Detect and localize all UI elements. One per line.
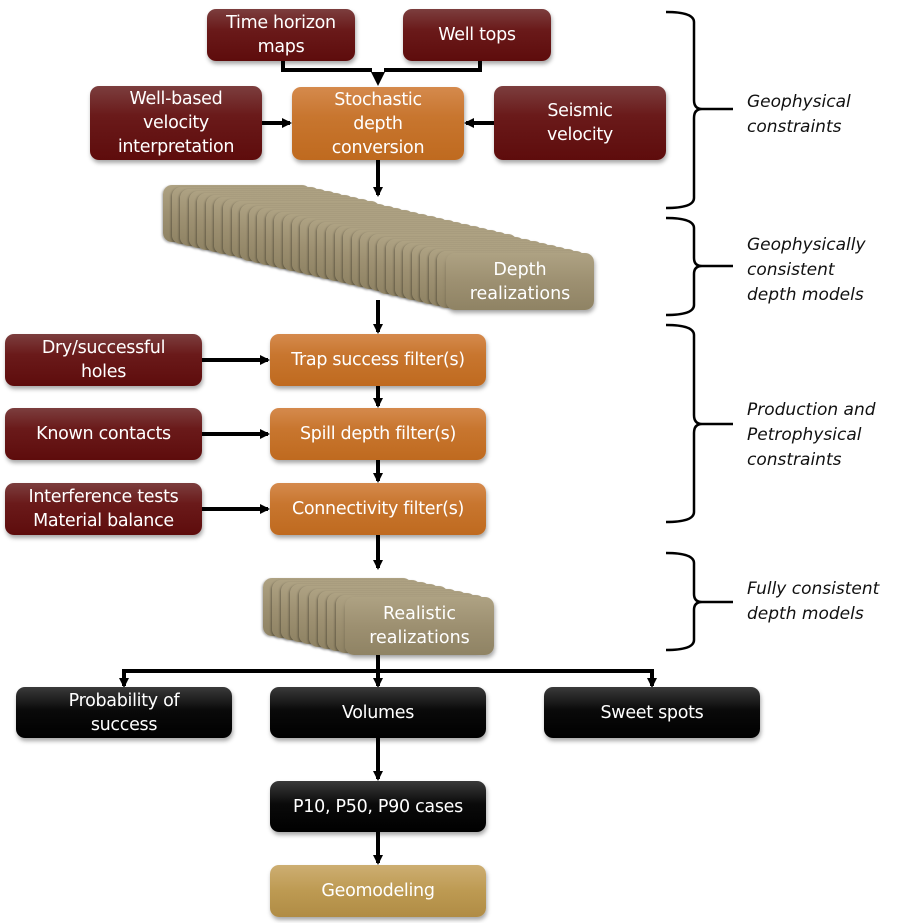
volumes-box: Volumes [270,687,486,738]
brace-fully-consistent [665,551,733,652]
bracket-label-geophysically-consistent: Geophysically consistent depth models [747,235,866,305]
interference-material-balance-box: Interference tests Material balance [5,483,202,535]
known-contacts-box: Known contacts [5,408,202,460]
connector-well-tops [384,61,482,72]
brace-geophysically-consistent [665,216,733,317]
well-tops-box: Well tops [403,9,551,61]
arrow-into-stochastic [371,72,385,86]
stochastic-depth-conversion-box: Stochastic depth conversion [292,87,464,160]
connector-time-horizon [281,61,372,72]
p10-p50-p90-cases-box: P10, P50, P90 cases [270,781,486,832]
connectivity-filter-box: Connectivity filter(s) [270,483,486,535]
realistic-realization-top-card: Realistic realizations [345,597,494,655]
brace-geophysical [665,10,733,210]
probability-of-success-box: Probability of success [16,687,232,738]
brace-production-petrophysical [665,323,733,524]
bracket-label-geophysical-constraints: Geophysical constraints [747,92,851,137]
bracket-label-fully-consistent: Fully consistent depth models [747,579,880,624]
geomodeling-box: Geomodeling [270,865,486,917]
sweet-spots-box: Sweet spots [544,687,760,738]
bracket-label-production-petrophysical: Production and Petrophysical constraints [747,400,876,470]
time-horizon-maps-box: Time horizon maps [207,9,355,61]
trap-success-filter-box: Trap success filter(s) [270,334,486,386]
well-based-velocity-box: Well-based velocity interpretation [90,86,262,160]
seismic-velocity-box: Seismic velocity [494,86,666,160]
spill-depth-filter-box: Spill depth filter(s) [270,408,486,460]
dry-successful-holes-box: Dry/successful holes [5,334,202,386]
depth-realization-top-card: Depth realizations [446,253,594,310]
